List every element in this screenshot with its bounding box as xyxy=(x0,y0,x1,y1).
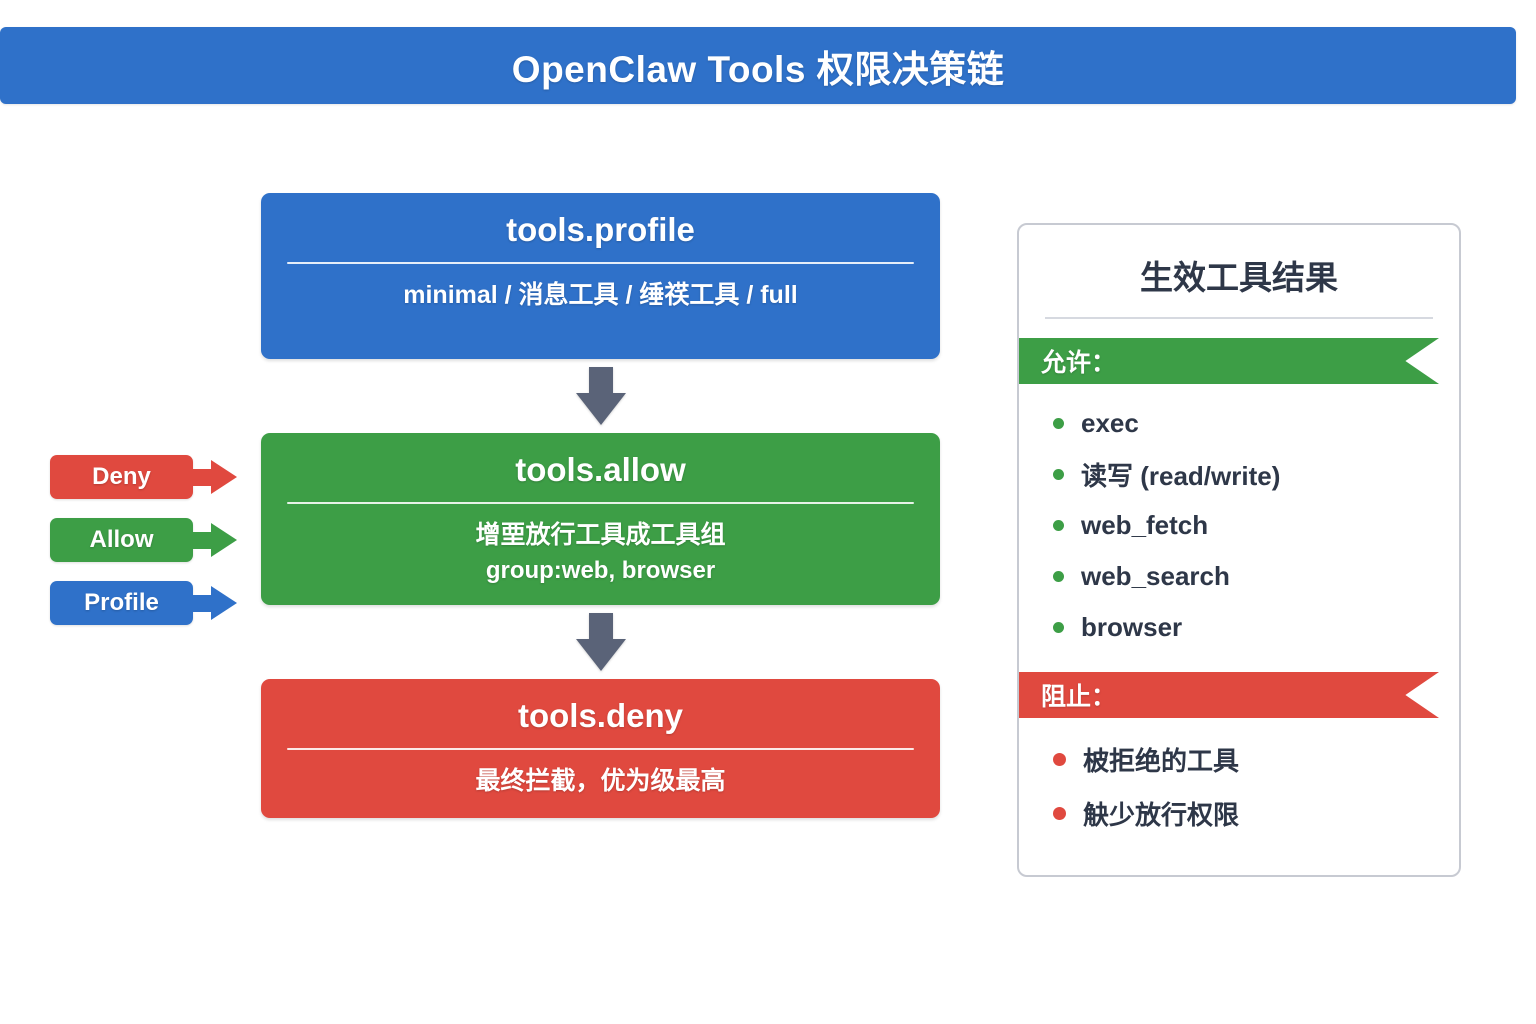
allow-ribbon-label: 允许： xyxy=(1041,349,1117,377)
flow-node-tools-allow[interactable]: tools.allow 增垔放行工具成工具组 group:web, browse… xyxy=(261,433,940,605)
flow-node-subtitle: 最终拦截，优为级最高 xyxy=(475,767,726,796)
arrow-right-icon xyxy=(189,460,239,494)
legend-chip-label: Deny xyxy=(50,455,193,499)
arrow-down-icon xyxy=(575,367,626,425)
bullet-dot-icon xyxy=(1053,806,1066,820)
arrow-right-icon xyxy=(189,523,239,557)
page-title: OpenClaw Tools 权限决策链 xyxy=(511,48,1005,90)
result-card-title: 生效工具结果 xyxy=(1140,259,1338,296)
legend: Deny Allow Profile xyxy=(50,455,250,644)
flow-connector-allow-to-deny xyxy=(261,605,940,679)
bullet-dot-icon xyxy=(1053,520,1064,531)
flow-node-subtitle-secondary: group:web, browser xyxy=(485,556,716,584)
allow-section-ribbon: 允许： xyxy=(1019,338,1439,384)
block-items-list: 柀拒绝的工具 觖少放行权限 xyxy=(1019,732,1459,840)
list-item: exec xyxy=(1053,398,1459,449)
bullet-dot-icon xyxy=(1053,469,1064,480)
legend-item-profile[interactable]: Profile xyxy=(50,581,250,625)
list-item-label: web_search xyxy=(1081,561,1230,591)
legend-chip-label: Profile xyxy=(50,581,193,625)
divider xyxy=(287,748,914,751)
list-item-label: 觖少放行权限 xyxy=(1083,799,1240,830)
flow-node-title: tools.deny xyxy=(517,697,684,734)
effective-tools-result-card: 生效工具结果 允许： exec 读写 (read/write) web_fetc… xyxy=(1017,223,1461,877)
block-section-ribbon: 阻止： xyxy=(1019,672,1439,718)
list-item-label: 柀拒绝的工具 xyxy=(1083,745,1240,776)
decision-flow: tools.profile minimal / 消息工具 / 缍䄏工具 / fu… xyxy=(261,193,940,818)
page-header-banner: OpenClaw Tools 权限决策链 xyxy=(0,27,1516,104)
flow-connector-profile-to-allow xyxy=(261,359,940,433)
flow-node-title: tools.profile xyxy=(506,211,695,248)
flow-node-subtitle: minimal / 消息工具 / 缍䄏工具 / full xyxy=(403,281,798,310)
legend-item-deny[interactable]: Deny xyxy=(50,455,250,499)
list-item-label: web_fetch xyxy=(1081,510,1209,540)
list-item-label: 读写 (read/write) xyxy=(1081,461,1281,491)
list-item-label: browser xyxy=(1081,612,1183,642)
list-item: browser xyxy=(1053,602,1459,653)
bullet-dot-icon xyxy=(1053,622,1064,633)
divider xyxy=(1045,317,1433,319)
list-item-label: exec xyxy=(1081,408,1139,438)
allow-items-list: exec 读写 (read/write) web_fetch web_searc… xyxy=(1019,398,1459,653)
arrow-down-icon xyxy=(575,613,626,671)
list-item: 柀拒绝的工具 xyxy=(1053,732,1459,786)
legend-item-allow[interactable]: Allow xyxy=(50,518,250,562)
bullet-dot-icon xyxy=(1053,752,1066,766)
legend-chip-label: Allow xyxy=(50,518,193,562)
divider xyxy=(287,262,914,265)
flow-node-tools-deny[interactable]: tools.deny 最终拦截，优为级最高 xyxy=(261,679,940,818)
list-item: 读写 (read/write) xyxy=(1053,449,1459,500)
bullet-dot-icon xyxy=(1053,418,1064,429)
list-item: web_fetch xyxy=(1053,500,1459,551)
arrow-right-icon xyxy=(189,586,239,620)
flow-node-subtitle: 增垔放行工具成工具组 xyxy=(475,521,726,550)
list-item: 觖少放行权限 xyxy=(1053,786,1459,840)
bullet-dot-icon xyxy=(1053,571,1064,582)
block-ribbon-label: 阻止： xyxy=(1041,683,1117,711)
divider xyxy=(287,502,914,505)
list-item: web_search xyxy=(1053,551,1459,602)
flow-node-title: tools.allow xyxy=(515,451,686,488)
flow-node-tools-profile[interactable]: tools.profile minimal / 消息工具 / 缍䄏工具 / fu… xyxy=(261,193,940,359)
